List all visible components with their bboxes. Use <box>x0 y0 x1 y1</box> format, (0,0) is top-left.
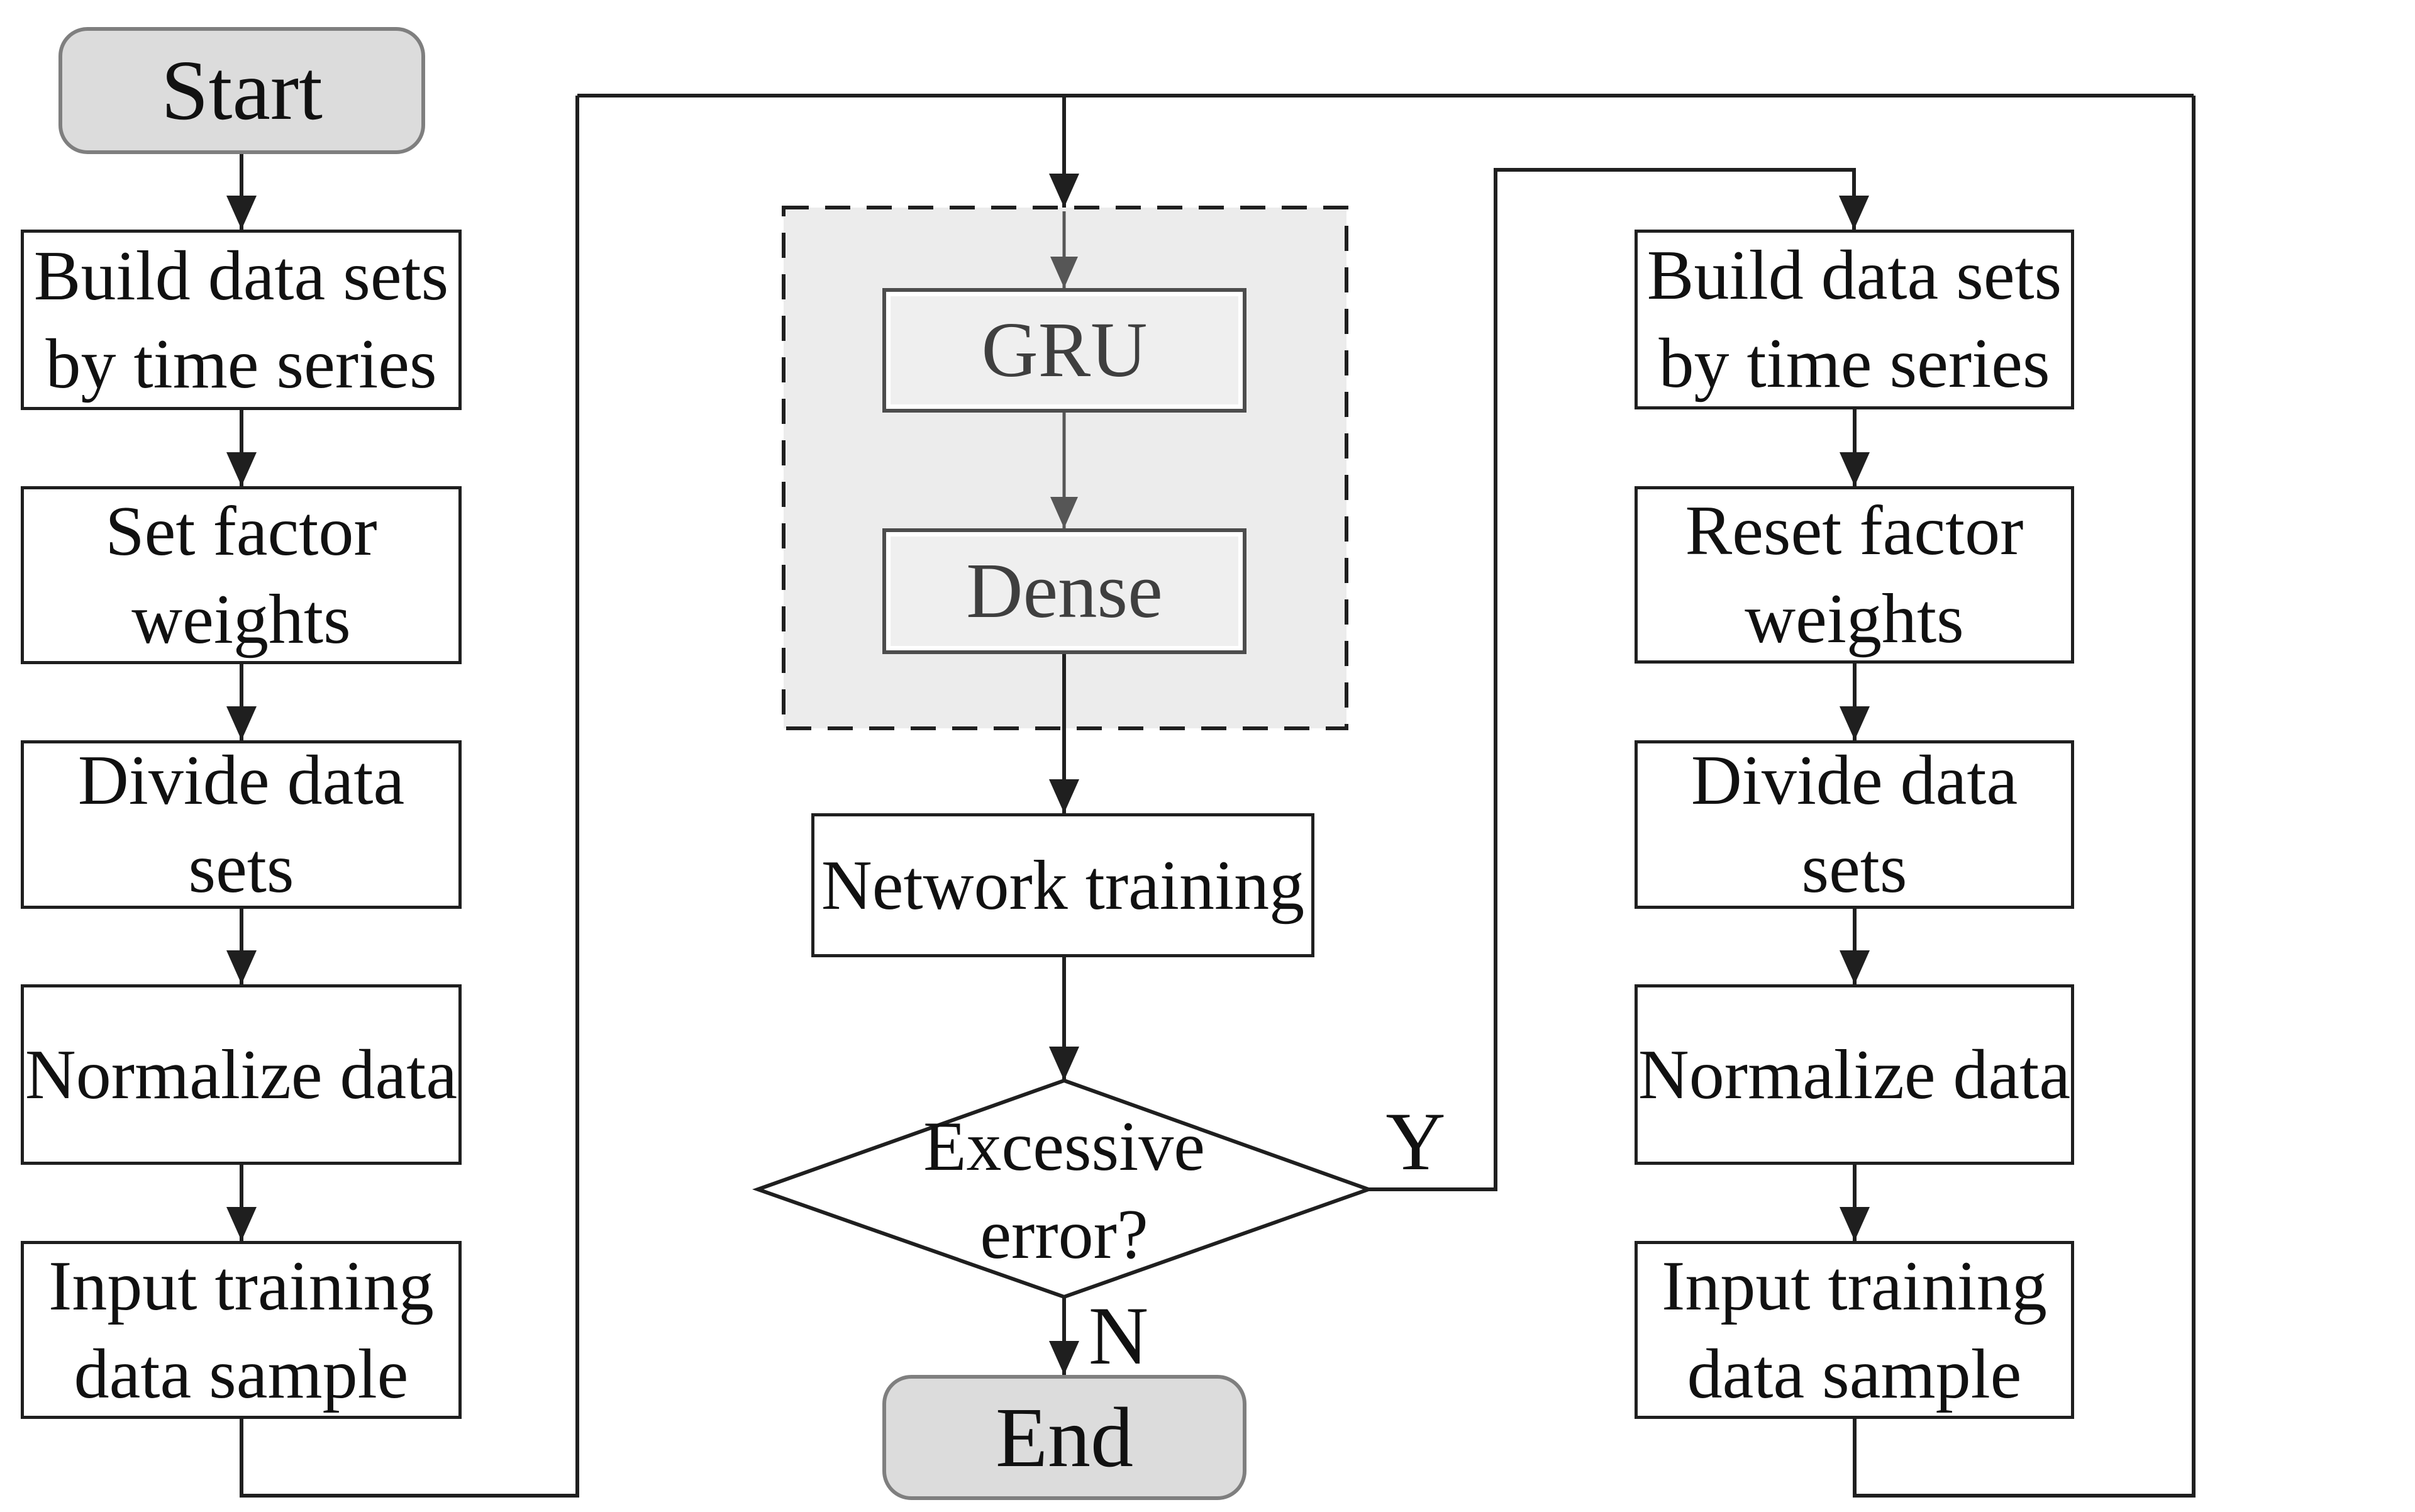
end-label: End <box>995 1390 1134 1485</box>
left-input-training-sample-node: Input training data sample <box>21 1241 462 1419</box>
decision-label: Excessive error? <box>923 1108 1205 1274</box>
decision-node-text: Excessive error? <box>819 1099 1309 1282</box>
right-reset-factor-weights-node: Reset factor weights <box>1635 486 2074 664</box>
start-node: Start <box>58 27 425 154</box>
dense-layer-node: Dense <box>882 528 1246 654</box>
dense-layer-label: Dense <box>966 547 1163 635</box>
end-node: End <box>882 1375 1246 1500</box>
start-label: Start <box>161 43 323 138</box>
edge-decision-yes <box>1368 168 1869 1191</box>
decision-yes-label: Y <box>1385 1095 1446 1187</box>
edge-left-loop <box>240 96 579 1498</box>
gru-layer-label: GRU <box>981 306 1148 394</box>
right-normalize-data-label: Normalize data <box>1638 1035 2071 1114</box>
right-divide-data-sets-node: Divide data sets <box>1635 740 2074 909</box>
decision-diamond <box>752 1078 1374 1299</box>
left-normalize-data-label: Normalize data <box>25 1035 458 1114</box>
edge-right-loop <box>1853 96 2196 1498</box>
left-build-data-sets-label: Build data sets by time series <box>33 236 449 403</box>
decision-no-label: N <box>1088 1289 1149 1382</box>
left-set-factor-weights-label: Set factor weights <box>105 492 377 659</box>
right-reset-factor-weights-label: Reset factor weights <box>1685 492 2024 658</box>
left-normalize-data-node: Normalize data <box>21 984 462 1165</box>
right-input-training-sample-node: Input training data sample <box>1635 1241 2074 1419</box>
right-divide-data-sets-label: Divide data sets <box>1690 742 2018 908</box>
gru-layer-node: GRU <box>882 288 1246 413</box>
right-normalize-data-node: Normalize data <box>1635 984 2074 1165</box>
left-build-data-sets-node: Build data sets by time series <box>21 230 462 410</box>
network-training-label: Network training <box>821 846 1305 925</box>
left-input-training-sample-label: Input training data sample <box>48 1247 434 1413</box>
right-build-data-sets-node: Build data sets by time series <box>1635 230 2074 409</box>
network-training-node: Network training <box>811 813 1314 957</box>
left-divide-data-sets-node: Divide data sets <box>21 740 462 909</box>
right-build-data-sets-label: Build data sets by time series <box>1646 236 2062 403</box>
left-set-factor-weights-node: Set factor weights <box>21 486 462 664</box>
left-divide-data-sets-label: Divide data sets <box>77 742 405 908</box>
right-input-training-sample-label: Input training data sample <box>1662 1247 2047 1413</box>
